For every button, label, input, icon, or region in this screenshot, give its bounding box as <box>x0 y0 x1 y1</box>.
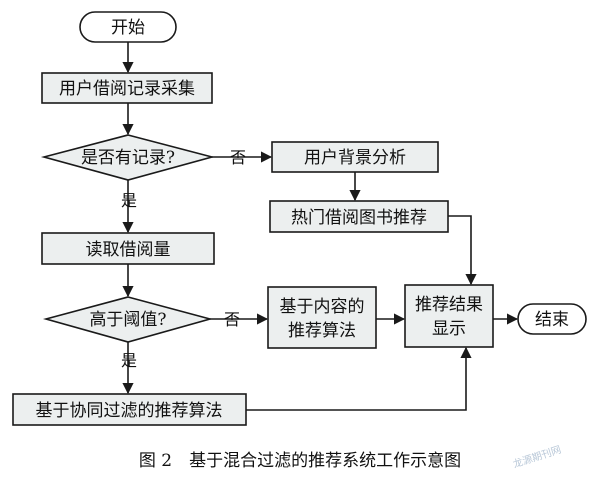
threshold-no-label: 否 <box>224 310 240 329</box>
start-node: 开始 <box>79 11 177 43</box>
read-volume-label: 读取借阅量 <box>86 240 171 260</box>
watermark: 龙源期刊网 <box>511 443 563 471</box>
collect-node: 用户借阅记录采集 <box>41 72 213 104</box>
has-record-label: 是否有记录? <box>81 148 175 168</box>
content-algo-label-line1: 基于内容的 <box>280 297 365 317</box>
cf-algo-node: 基于协同过滤的推荐算法 <box>12 393 247 426</box>
threshold-decision: 高于阈值? <box>42 296 214 343</box>
has-record-yes-label: 是 <box>121 191 137 210</box>
content-algo-node: 基于内容的 推荐算法 <box>267 286 377 349</box>
content-algo-label-line2: 推荐算法 <box>288 321 356 341</box>
arrow-hot-to-result <box>448 215 477 286</box>
figure-caption: 图 2 基于混合过滤的推荐系统工作示意图 <box>139 451 461 471</box>
result-label-line2: 显示 <box>432 319 466 339</box>
cf-algo-label: 基于协同过滤的推荐算法 <box>36 401 223 421</box>
has-record-decision: 是否有记录? <box>40 134 216 181</box>
result-label-line1: 推荐结果 <box>415 295 483 315</box>
end-label: 结束 <box>535 310 569 330</box>
hot-rec-node: 热门借阅图书推荐 <box>269 200 449 233</box>
start-label: 开始 <box>111 18 145 38</box>
read-volume-node: 读取借阅量 <box>41 232 215 265</box>
threshold-yes-label: 是 <box>121 351 137 370</box>
end-node: 结束 <box>517 303 587 335</box>
result-node: 推荐结果 显示 <box>404 284 494 348</box>
hot-rec-label: 热门借阅图书推荐 <box>291 208 427 228</box>
user-bg-node: 用户背景分析 <box>271 141 439 173</box>
threshold-label: 高于阈值? <box>89 310 166 330</box>
user-bg-label: 用户背景分析 <box>304 148 406 168</box>
collect-label: 用户借阅记录采集 <box>59 79 195 99</box>
has-record-no-label: 否 <box>230 148 246 167</box>
arrow-cf-to-result <box>246 346 472 411</box>
